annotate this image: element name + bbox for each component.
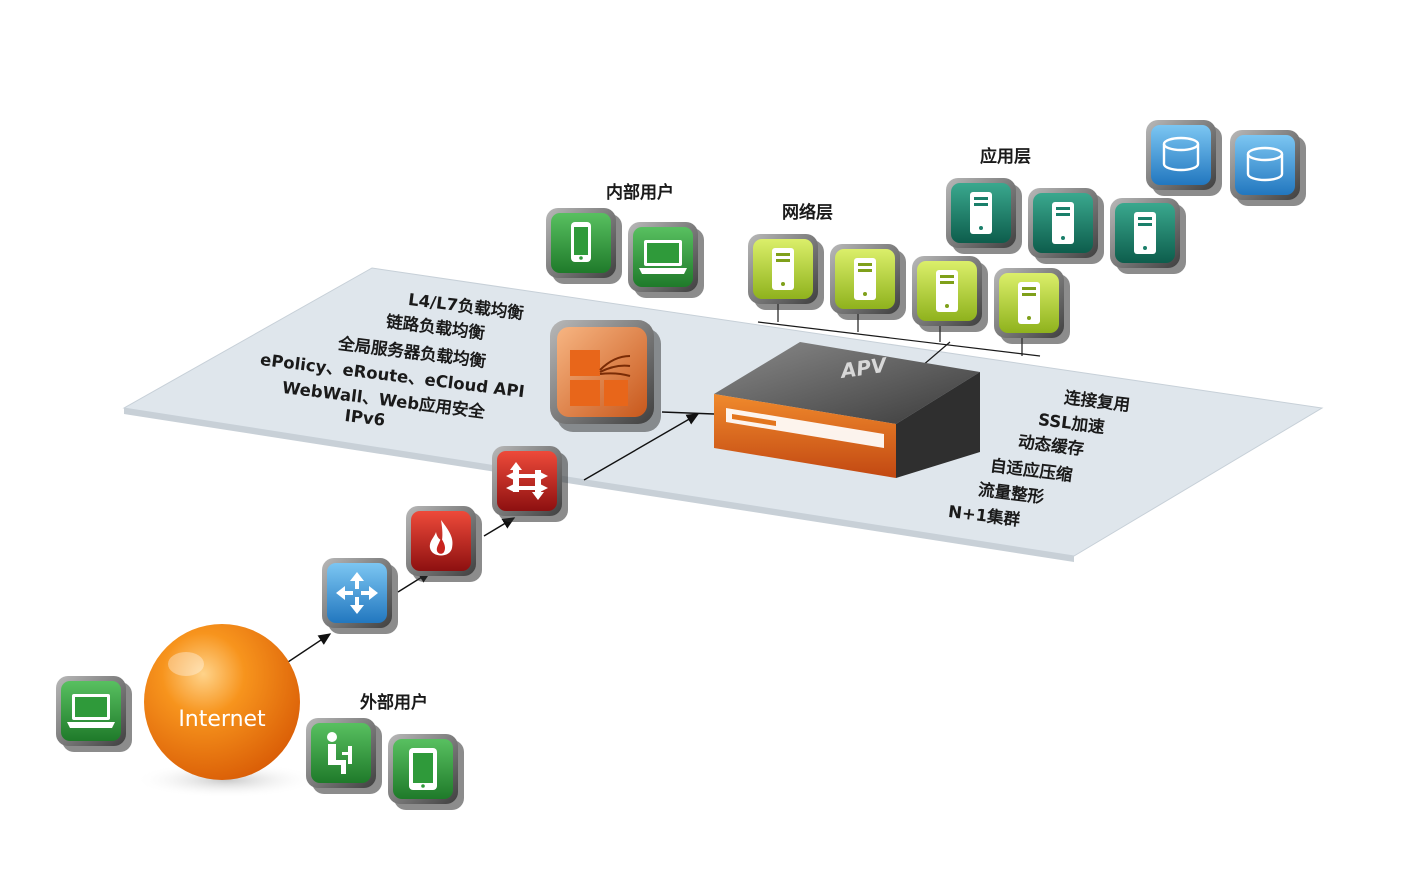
seated-user-icon xyxy=(327,732,352,774)
external-user-tablet[interactable] xyxy=(388,734,464,810)
server-icon xyxy=(854,258,876,300)
server-icon xyxy=(1018,282,1040,324)
app-server-2[interactable] xyxy=(1028,188,1104,264)
external-users-label: 外部用户 xyxy=(360,693,428,713)
internal-users-label: 内部用户 xyxy=(606,183,674,203)
router-icon xyxy=(336,572,378,614)
network-server-4[interactable] xyxy=(994,268,1070,344)
app-server-1[interactable] xyxy=(946,178,1022,254)
firewall-device[interactable] xyxy=(406,506,482,582)
database-server-1[interactable] xyxy=(1146,120,1222,196)
database-icon xyxy=(1246,146,1284,182)
firewall-icon xyxy=(429,520,453,556)
server-icon xyxy=(936,270,958,312)
tablet-icon xyxy=(409,748,437,790)
laptop-icon xyxy=(67,694,115,728)
router-device[interactable] xyxy=(322,558,398,634)
external-user-seated[interactable] xyxy=(306,718,382,794)
external-user-laptop[interactable] xyxy=(56,676,132,752)
server-icon xyxy=(772,248,794,290)
application-layer-label: 应用层 xyxy=(980,147,1031,167)
laptop-icon xyxy=(639,240,687,274)
accelerator-tile[interactable] xyxy=(550,320,661,432)
database-icon xyxy=(1162,136,1200,172)
network-server-2[interactable] xyxy=(830,244,906,320)
traffic-arrows xyxy=(287,411,715,663)
server-icon xyxy=(1134,212,1156,254)
internal-user-phone[interactable] xyxy=(546,208,622,284)
network-server-1[interactable] xyxy=(748,234,824,310)
mobile-phone-icon xyxy=(571,222,591,262)
network-server-3[interactable] xyxy=(912,256,988,332)
internet-sphere[interactable]: Internet xyxy=(134,624,318,798)
switch-icon xyxy=(506,462,548,500)
server-icon xyxy=(970,192,992,234)
accelerator-icon xyxy=(570,350,631,406)
database-server-2[interactable] xyxy=(1230,130,1306,206)
app-server-3[interactable] xyxy=(1110,198,1186,274)
server-icon xyxy=(1052,202,1074,244)
apv-appliance[interactable]: APV xyxy=(714,342,980,478)
internet-label: Internet xyxy=(178,707,266,732)
internal-user-laptop[interactable] xyxy=(628,222,704,298)
switch-device[interactable] xyxy=(492,446,568,522)
network-layer-label: 网络层 xyxy=(782,203,833,223)
